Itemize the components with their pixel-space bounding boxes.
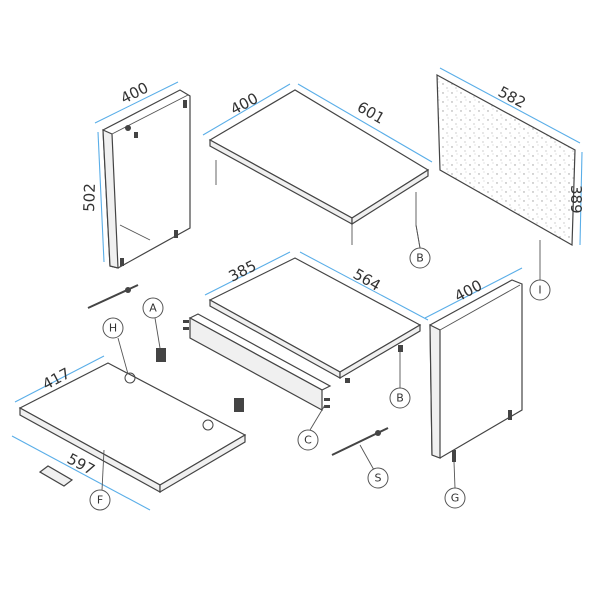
svg-text:G: G: [451, 492, 460, 505]
callout-shelf-dowel: C: [297, 404, 326, 451]
dim-top-width: 601: [354, 98, 388, 128]
svg-text:C: C: [304, 434, 312, 447]
back-panel: [436, 73, 576, 247]
left-side-panel: [102, 89, 191, 269]
dim-back-height: 389: [567, 185, 585, 214]
kickplate-piece: [38, 465, 74, 487]
left-panel-height-dimension: 502: [80, 131, 105, 263]
connector-rod-left: [87, 284, 139, 309]
svg-text:B: B: [396, 392, 404, 405]
cam-lock-hardware: [156, 348, 244, 412]
top-panel: [208, 89, 430, 249]
callout-shelf-pin: B: [389, 352, 411, 409]
callout-top-dowel: B: [409, 224, 431, 269]
callout-connector-screw: S: [359, 444, 389, 489]
callout-cam-lock: A: [142, 297, 164, 349]
svg-text:H: H: [109, 322, 117, 335]
svg-text:I: I: [538, 284, 541, 297]
callout-foot: G: [444, 461, 466, 509]
svg-text:S: S: [375, 472, 382, 485]
middle-shelf: [208, 257, 422, 383]
right-side-panel: [429, 279, 523, 462]
callout-base-part: F: [89, 449, 111, 511]
callout-hole: H: [102, 317, 129, 375]
svg-text:A: A: [149, 302, 157, 315]
connector-rod-right: [331, 427, 389, 456]
back-height-dimension: 389: [567, 151, 585, 246]
dim-back-width: 582: [495, 83, 529, 112]
svg-text:B: B: [416, 252, 424, 265]
callout-back-panel: I: [529, 240, 551, 301]
bottom-panel: [18, 362, 247, 494]
dim-left-height: 502: [80, 183, 99, 212]
svg-text:F: F: [97, 494, 103, 507]
